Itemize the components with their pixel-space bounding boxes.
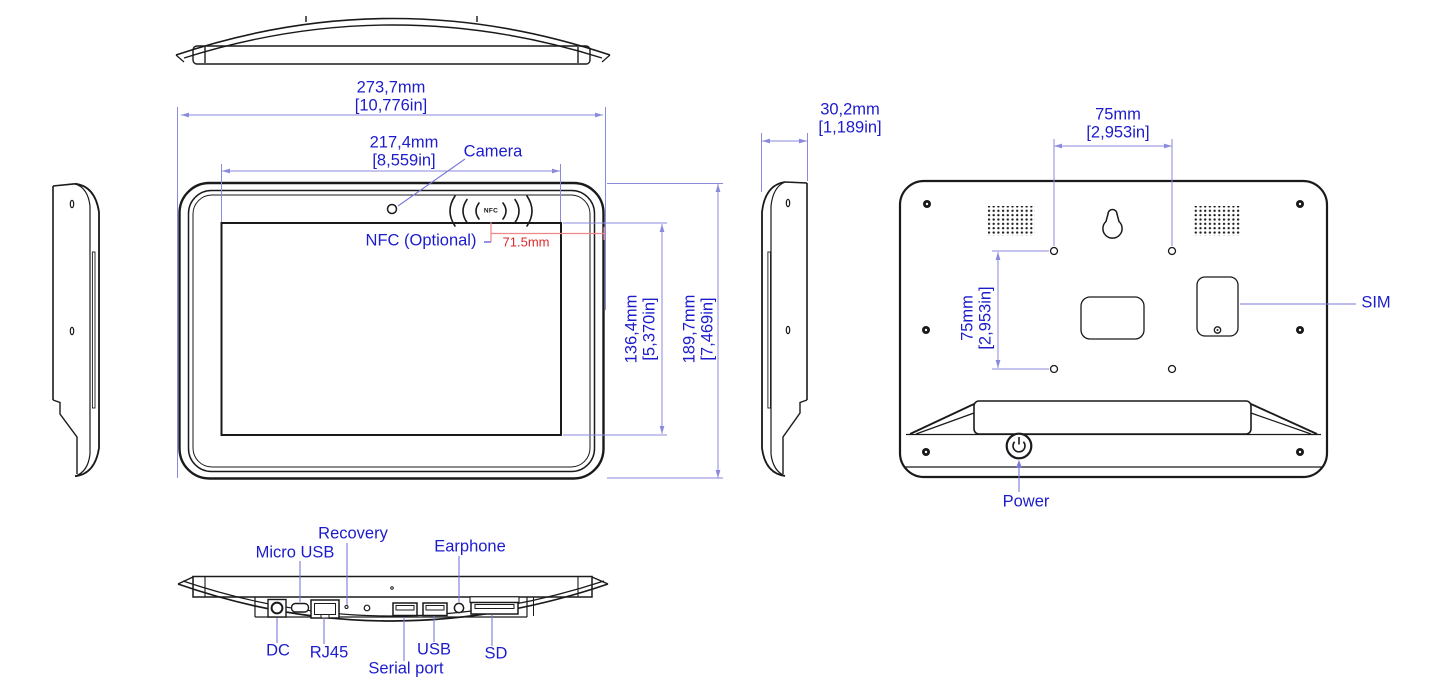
bottom-view bbox=[177, 575, 609, 622]
power-button bbox=[1005, 432, 1033, 460]
back-view bbox=[898, 179, 1329, 479]
dim-vesa-vertical: 75mm [2,953in] bbox=[958, 286, 995, 350]
earphone-jack bbox=[453, 602, 465, 614]
micro-usb-port bbox=[290, 602, 310, 613]
dimension-lines bbox=[177, 107, 1173, 479]
back-plate bbox=[1080, 296, 1145, 340]
nfc-badge-text: NFC bbox=[483, 207, 499, 215]
camera-label: Camera bbox=[463, 142, 523, 161]
side-view-left bbox=[52, 182, 100, 478]
dim-vesa-horizontal: 75mm [2,953in] bbox=[1086, 105, 1150, 141]
recovery-label: Recovery bbox=[318, 524, 388, 543]
mic-hole bbox=[363, 604, 371, 612]
nfc-offset-lines bbox=[490, 222, 605, 242]
nfc-arcs-icon bbox=[449, 195, 533, 227]
dc-label: DC bbox=[266, 641, 290, 660]
earphone-label: Earphone bbox=[434, 537, 506, 556]
dim-overall-width: 273,7mm [10,776in] bbox=[354, 78, 428, 114]
top-view bbox=[175, 16, 611, 65]
leader-lines bbox=[276, 158, 1356, 661]
stand-bracket bbox=[904, 400, 1323, 468]
sd-label: SD bbox=[484, 644, 508, 663]
rj45-label: RJ45 bbox=[309, 643, 349, 662]
nfc-label: NFC (Optional) bbox=[365, 231, 477, 250]
dim-thickness: 30,2mm [1,189in] bbox=[818, 100, 882, 136]
speaker-grille-left bbox=[988, 206, 1035, 236]
vesa-holes bbox=[1049, 246, 1177, 374]
serial-port bbox=[392, 602, 418, 617]
side-view-right bbox=[761, 181, 808, 477]
sd-slot bbox=[469, 596, 520, 615]
speaker-grille-right bbox=[1193, 206, 1240, 236]
screw-holes bbox=[922, 200, 1304, 456]
keyhole-mount bbox=[1102, 208, 1123, 239]
usb-label: USB bbox=[417, 640, 451, 659]
power-label: Power bbox=[1002, 492, 1050, 511]
camera-hole bbox=[386, 203, 398, 215]
usb-port bbox=[422, 602, 448, 617]
screen bbox=[220, 222, 562, 436]
bottom-housing bbox=[177, 575, 609, 622]
dim-nfc-offset: 71.5mm bbox=[502, 234, 550, 250]
serial-port-label: Serial port bbox=[368, 659, 444, 678]
dim-screen-width: 217,4mm [8,559in] bbox=[369, 133, 439, 169]
sim-door bbox=[1196, 276, 1239, 337]
micro-usb-label: Micro USB bbox=[255, 543, 335, 562]
rj45-port bbox=[310, 599, 340, 619]
dim-overall-height: 189,7mm [7,469in] bbox=[680, 294, 717, 364]
sim-label: SIM bbox=[1361, 293, 1391, 312]
camera-leader bbox=[397, 158, 466, 207]
dim-screen-height: 136,4mm [5,370in] bbox=[622, 294, 659, 364]
front-view bbox=[178, 181, 605, 480]
recovery-pinhole bbox=[344, 604, 349, 610]
dc-port bbox=[267, 598, 287, 618]
